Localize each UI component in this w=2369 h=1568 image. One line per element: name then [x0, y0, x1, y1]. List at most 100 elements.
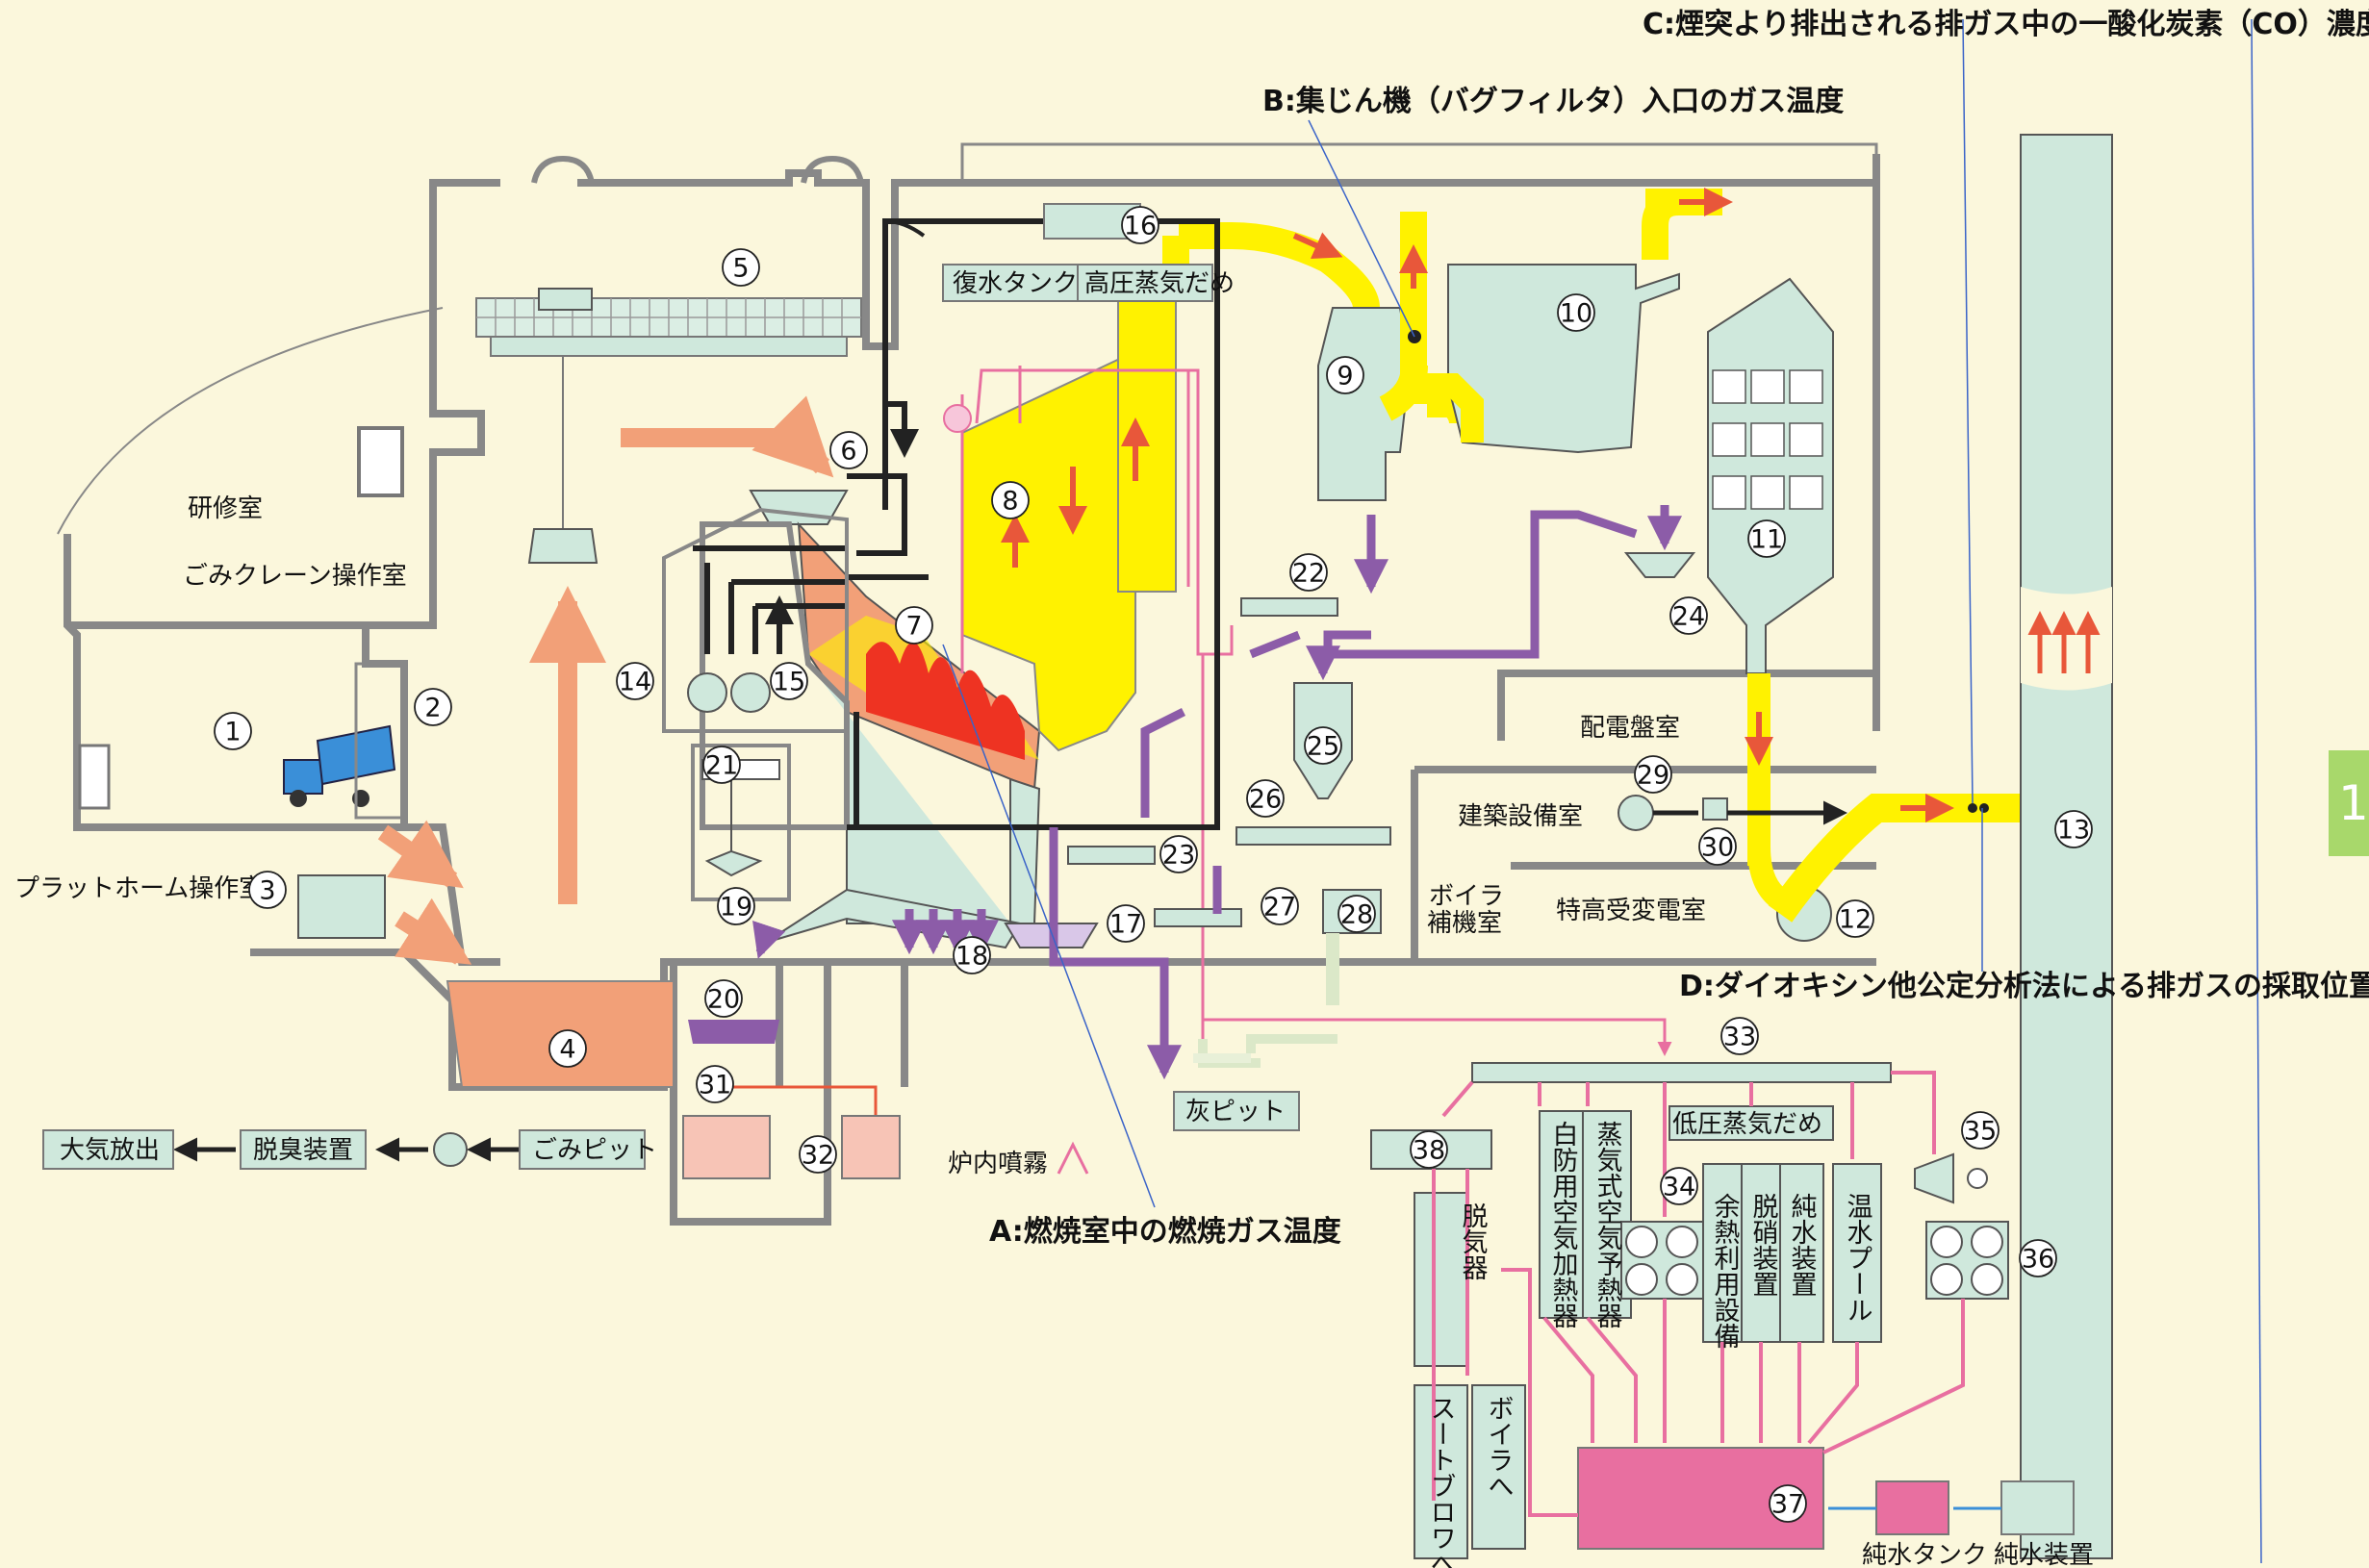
- equipment-number-label: 36: [2022, 1245, 2054, 1275]
- equipment-number-8: 8: [991, 481, 1030, 519]
- equipment-number-label: 3: [259, 876, 275, 906]
- equipment-number-28: 28: [1337, 895, 1376, 933]
- equipment-number-21: 21: [702, 746, 741, 784]
- equipment-number-34: 34: [1660, 1167, 1698, 1205]
- equipment-number-16: 16: [1121, 206, 1159, 244]
- equipment-number-5: 5: [722, 248, 760, 287]
- equipment-number-label: 7: [905, 612, 922, 642]
- steam-drum: [943, 404, 972, 433]
- equipment-number-label: 23: [1162, 841, 1195, 871]
- equipment-number-label: 38: [1413, 1136, 1445, 1166]
- equipment-number-3: 3: [248, 871, 287, 909]
- equipment-number-label: 15: [773, 668, 805, 697]
- equipment-number-22: 22: [1289, 553, 1328, 592]
- room-boiler-aux-1: ボイラ: [1429, 882, 1504, 911]
- equipment-number-9: 9: [1326, 356, 1364, 394]
- header-33: [1471, 1062, 1892, 1083]
- equipment-number-label: 4: [559, 1035, 575, 1065]
- crane-bucket: [527, 528, 599, 564]
- equipment-number-label: 17: [1109, 910, 1142, 940]
- equipment-number-17: 17: [1107, 904, 1145, 943]
- equipment-number-6: 6: [829, 431, 868, 469]
- equipment-number-label: 11: [1750, 525, 1783, 555]
- equipment-number-label: 19: [720, 893, 752, 923]
- text-layer: C:煙突より排出される排ガス中の一酸化炭素（CO）濃度 B:集じん機（バグフィル…: [14, 8, 2369, 1568]
- equipment-number-label: 18: [955, 942, 988, 972]
- equipment-number-15: 15: [770, 662, 808, 700]
- equipment-number-label: 9: [1337, 362, 1353, 392]
- pure-water-unit: [2000, 1480, 2075, 1535]
- tank-31: [682, 1115, 771, 1179]
- equipment-number-11: 11: [1747, 519, 1786, 558]
- equipment-number-19: 19: [717, 887, 755, 925]
- flames: [866, 642, 1025, 760]
- to-boiler-label: ボイラへ: [1484, 1395, 1514, 1499]
- equipment-number-label: 24: [1672, 602, 1705, 632]
- condensate-tank-label: 復水タンク: [953, 269, 1078, 298]
- equipment-number-35: 35: [1961, 1111, 2000, 1150]
- equipment-number-label: 16: [1124, 212, 1157, 241]
- page-tab: 1: [2329, 750, 2369, 856]
- ash-flow: [752, 505, 1682, 1080]
- steam-air-preheater-label: 蒸気式空気予熱器: [1592, 1121, 1623, 1328]
- room-training: 研修室: [188, 494, 263, 523]
- equipment-number-10: 10: [1557, 293, 1595, 332]
- turbine-35: [1914, 1152, 1954, 1204]
- pure-water-tank-label: 純水タンク: [1862, 1541, 1987, 1568]
- equipment-number-label: 8: [1002, 487, 1018, 517]
- heated-pool-label: 温水プール: [1843, 1193, 1872, 1323]
- equipment-number-20: 20: [704, 979, 743, 1018]
- pure-water-unit-label: 純水装置: [1994, 1541, 2094, 1568]
- ash-pit-label: 灰ピット: [1185, 1098, 1286, 1126]
- deodorizer-label: 脱臭装置: [253, 1136, 353, 1165]
- boiler-rising-duct: [1117, 283, 1177, 593]
- equipment-number-label: 33: [1723, 1023, 1756, 1052]
- equipment-number-label: 29: [1637, 761, 1669, 791]
- equipment-number-label: 31: [699, 1071, 731, 1100]
- equipment-number-24: 24: [1669, 596, 1708, 635]
- refuse-pit-label: ごみピット: [532, 1136, 657, 1165]
- crane-trolley: [538, 288, 593, 311]
- equipment-number-4: 4: [548, 1029, 587, 1068]
- equipment-number-14: 14: [616, 662, 654, 700]
- equipment-number-label: 34: [1663, 1173, 1695, 1202]
- ash-bin-20: [688, 1020, 779, 1044]
- measurement-c-label: C:煙突より排出される排ガス中の一酸化炭素（CO）濃度: [1643, 8, 2369, 41]
- equipment-number-30: 30: [1698, 827, 1737, 866]
- equipment-number-label: 25: [1307, 732, 1339, 762]
- deodorizing-flow: [173, 1132, 520, 1167]
- unit-30: [1702, 797, 1728, 821]
- tank-32: [841, 1115, 901, 1179]
- room-building-equipment: 建築設備室: [1458, 802, 1583, 831]
- equipment-number-label: 21: [705, 751, 738, 781]
- equipment-number-label: 28: [1340, 900, 1373, 930]
- equipment-number-label: 13: [2057, 816, 2090, 846]
- equipment-number-32: 32: [799, 1135, 837, 1174]
- equipment-number-label: 32: [802, 1141, 834, 1171]
- room-platform-control: プラットホーム操作室: [14, 874, 264, 903]
- equipment-number-label: 5: [732, 254, 749, 284]
- equipment-number-18: 18: [953, 936, 991, 974]
- equipment-number-37: 37: [1769, 1484, 1807, 1523]
- equipment-number-12: 12: [1836, 899, 1874, 938]
- equipment-number-label: 26: [1249, 785, 1282, 815]
- equipment-number-36: 36: [2019, 1239, 2057, 1277]
- equipment-number-13: 13: [2054, 810, 2093, 848]
- equipment-number-label: 1: [224, 718, 241, 747]
- equipment-number-7: 7: [895, 606, 933, 645]
- waste-heat-equipment-label: 余熱利用設備: [1710, 1193, 1741, 1349]
- equipment-number-2: 2: [414, 688, 452, 726]
- pure-water-vertical-label: 純水装置: [1787, 1193, 1818, 1297]
- steam-pipes: [975, 368, 1672, 1056]
- equipment-number-38: 38: [1410, 1130, 1448, 1169]
- roof-structure: [960, 142, 1878, 185]
- atmosphere-label: 大気放出: [60, 1136, 160, 1165]
- equipment-number-31: 31: [696, 1065, 734, 1103]
- equipment-number-label: 37: [1771, 1490, 1804, 1520]
- equipment-number-label: 2: [424, 694, 441, 723]
- equipment-number-29: 29: [1634, 755, 1672, 794]
- flue-to-stack: [1768, 794, 2021, 923]
- equipment-number-33: 33: [1720, 1017, 1759, 1055]
- room-substation: 特高受変電室: [1556, 897, 1706, 925]
